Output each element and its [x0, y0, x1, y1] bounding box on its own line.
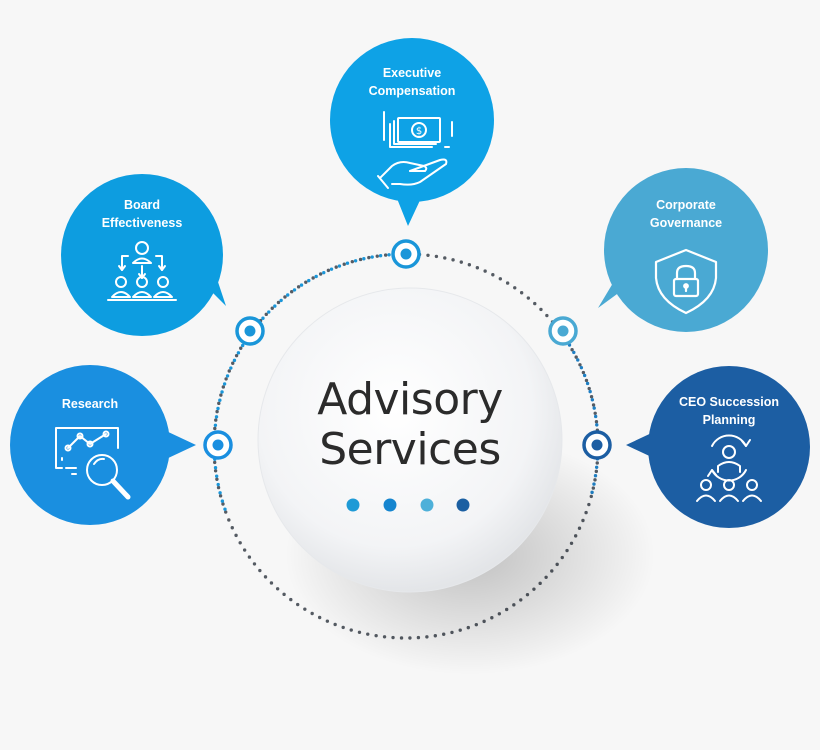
label-line: Corporate	[656, 198, 716, 212]
label-line: Board	[123, 198, 161, 212]
bubble-ceo-succession-planning	[626, 366, 810, 528]
shield-lock-icon	[654, 248, 718, 315]
label-line: Compensation	[368, 84, 456, 98]
label-line: Governance	[649, 216, 723, 230]
label-line: CEO Succession	[678, 395, 780, 409]
label-line: Executive	[382, 66, 442, 80]
label-board-effectiveness: Board Effectiveness	[82, 196, 202, 232]
center-dot	[420, 498, 434, 512]
label-line: Research	[61, 397, 119, 411]
bubble-research	[10, 365, 196, 525]
ring-node-upper-left	[235, 316, 265, 346]
label-ceo-succession-planning: CEO Succession Planning	[664, 393, 794, 429]
bubble-corporate-governance	[598, 168, 768, 332]
analytics-magnifier-icon	[55, 427, 131, 500]
label-research: Research	[30, 395, 150, 413]
label-line: Planning	[702, 413, 756, 427]
svg-text:$: $	[416, 126, 422, 137]
center-dot	[456, 498, 470, 512]
ring-node-right	[582, 430, 612, 460]
bubble-board-effectiveness	[61, 174, 226, 336]
center-dot	[383, 498, 397, 512]
center-dot	[346, 498, 360, 512]
center-title-line2: Services	[319, 424, 501, 475]
org-hierarchy-icon	[107, 241, 177, 301]
label-executive-compensation: Executive Compensation	[352, 64, 472, 100]
ring-node-upper-right	[548, 316, 578, 346]
ring-node-left	[203, 430, 233, 460]
center-dots	[346, 498, 470, 512]
bubble-executive-compensation: $	[330, 38, 494, 226]
ring-node-top	[391, 239, 421, 269]
label-line: Effectiveness	[101, 216, 183, 230]
money-in-hand-icon: $	[377, 111, 453, 189]
succession-people-icon	[696, 434, 762, 502]
center-title-line1: Advisory	[317, 374, 503, 425]
center-circle	[257, 287, 563, 593]
label-corporate-governance: Corporate Governance	[626, 196, 746, 232]
